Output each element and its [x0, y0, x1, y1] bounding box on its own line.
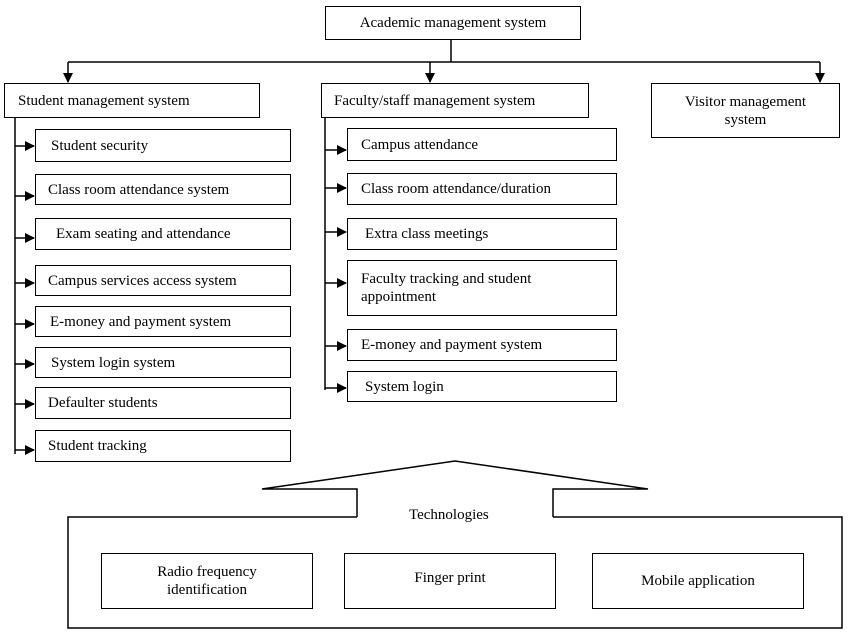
technology-label: Finger print: [414, 570, 486, 586]
faculty-item-label: Campus attendance: [361, 136, 479, 153]
faculty-item-label: Faculty tracking and student appointment: [361, 271, 532, 305]
student-item-box: Defaulter students: [35, 387, 291, 419]
student-system-box: Student management system: [4, 83, 260, 118]
student-item-label: Campus services access system: [48, 272, 237, 289]
student-item-box: Student tracking: [35, 430, 291, 462]
student-item-box: E-money and payment system: [35, 306, 291, 337]
student-item-label: Student security: [51, 137, 149, 154]
student-item-box: System login system: [35, 347, 291, 378]
student-item-label: Exam seating and attendance: [56, 226, 231, 242]
faculty-item-box: Extra class meetings: [347, 218, 617, 250]
faculty-item-label: Class room attendance/duration: [361, 181, 551, 197]
student-item-label: System login system: [51, 354, 176, 371]
student-item-box: Class room attendance system: [35, 174, 291, 205]
faculty-item-label: E-money and payment system: [361, 337, 543, 353]
technology-box: Mobile application: [592, 553, 804, 609]
technology-box: Radio frequency identification: [101, 553, 313, 609]
student-item-label: Defaulter students: [48, 395, 158, 411]
student-item-box: Campus services access system: [35, 265, 291, 296]
student-item-label: E-money and payment system: [50, 313, 232, 330]
technologies-arrow-outline: [261, 460, 649, 517]
student-item-label: Student tracking: [48, 438, 147, 454]
student-item-label: Class room attendance system: [48, 181, 230, 198]
technologies-title: Technologies: [409, 507, 489, 523]
faculty-item-box: Faculty tracking and student appointment: [347, 260, 617, 316]
faculty-item-label: Extra class meetings: [365, 226, 489, 242]
faculty-item-box: Class room attendance/duration: [347, 173, 617, 205]
faculty-system-label: Faculty/staff management system: [334, 92, 536, 109]
student-system-label: Student management system: [18, 92, 190, 109]
student-item-box: Exam seating and attendance: [35, 218, 291, 250]
root-label: Academic management system: [359, 15, 547, 31]
technology-box: Finger print: [344, 553, 556, 609]
faculty-system-box: Faculty/staff management system: [321, 83, 589, 118]
faculty-item-box: E-money and payment system: [347, 329, 617, 361]
root-box: Academic management system: [325, 6, 581, 40]
faculty-item-box: System login: [347, 371, 617, 402]
technology-label: Radio frequency identification: [157, 564, 257, 598]
faculty-item-label: System login: [365, 378, 444, 395]
technologies-container: [67, 516, 843, 629]
technology-label: Mobile application: [641, 573, 755, 589]
visitor-system-label: Visitor management system: [684, 93, 807, 128]
visitor-system-box: Visitor management system: [651, 83, 840, 138]
student-item-box: Student security: [35, 129, 291, 162]
faculty-item-box: Campus attendance: [347, 128, 617, 161]
